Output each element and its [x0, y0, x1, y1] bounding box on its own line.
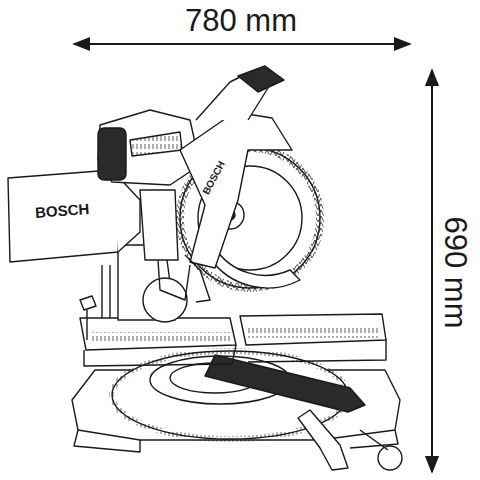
brand-name: BOSCH: [34, 201, 89, 220]
slide-housing: [140, 190, 178, 260]
fence-face: [84, 340, 386, 366]
dimension-label: 780 mm: [185, 5, 297, 36]
height-dimension: [431, 70, 433, 472]
lock-knob: [378, 446, 402, 470]
lower-guard: [210, 248, 300, 288]
clamp-knob: [80, 296, 96, 340]
clamp-post: [102, 265, 110, 318]
miter-lever: [298, 410, 348, 470]
cable: [158, 260, 190, 300]
dust-bag: [8, 170, 120, 262]
width-dimension: [74, 43, 410, 45]
base-feet: [74, 430, 398, 452]
dimension-label: 690 mm: [440, 216, 471, 328]
left-table-wing: [80, 318, 236, 350]
right-scale: [246, 328, 380, 338]
bevel-pivot: [143, 278, 187, 322]
motor-vents: [130, 132, 182, 156]
handle-grip: [238, 66, 284, 92]
right-table-wing: [240, 314, 386, 345]
left-scale: [92, 332, 232, 342]
upper-guard: [180, 112, 292, 268]
motor-cap: [98, 128, 126, 180]
guard-link: [185, 255, 210, 302]
